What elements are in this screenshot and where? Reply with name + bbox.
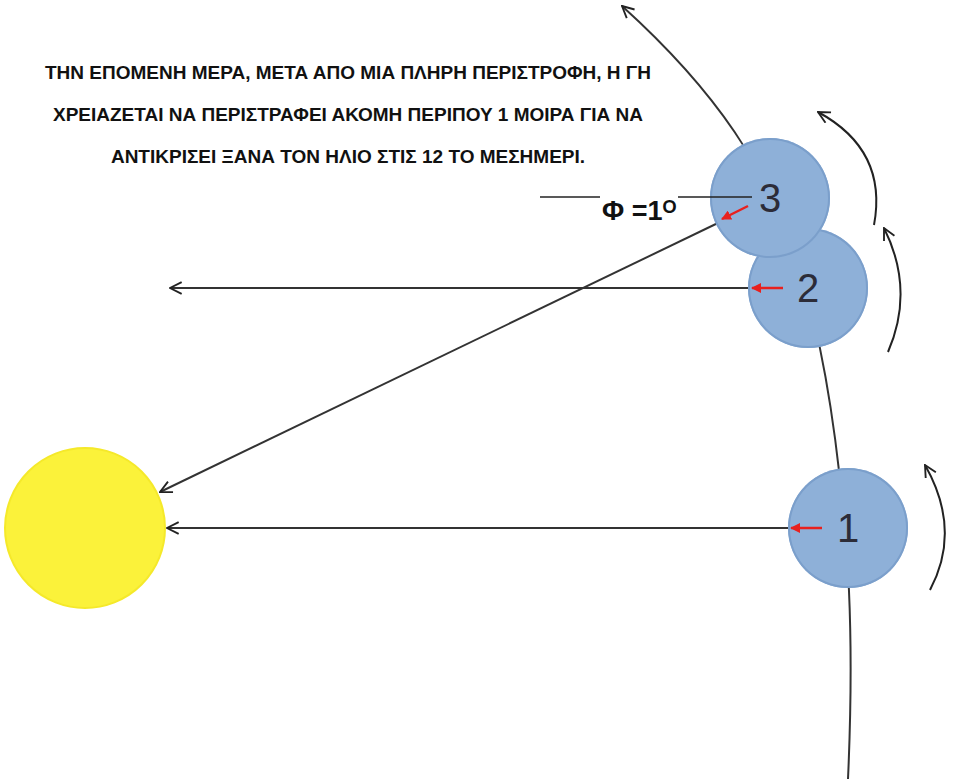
callout-number: 2: [797, 268, 819, 308]
sun-ray: [160, 222, 720, 492]
callout-number: 3: [759, 178, 781, 218]
earth-circle: 3: [710, 138, 830, 258]
sun-ray: [167, 527, 790, 529]
direction-arrow: [791, 527, 822, 530]
orbit-path: [622, 6, 851, 779]
rotation-arrow: [884, 228, 901, 352]
earth-circle: 1: [788, 468, 908, 588]
title-text: ΤΗΝ ΕΠΟΜΕΝΗ ΜΕΡΑ, ΜΕΤΑ ΑΠΟ ΜΙΑ ΠΛΗΡΗ ΠΕΡ…: [4, 52, 692, 178]
callout-number: 1: [837, 508, 859, 548]
sun: [5, 448, 165, 608]
direction-arrow: [722, 206, 748, 219]
direction-arrow: [752, 287, 783, 290]
sun-ray: [170, 287, 750, 289]
rotation-arrow: [925, 465, 945, 590]
angle-label: Φ =1ᴼ: [600, 196, 678, 227]
